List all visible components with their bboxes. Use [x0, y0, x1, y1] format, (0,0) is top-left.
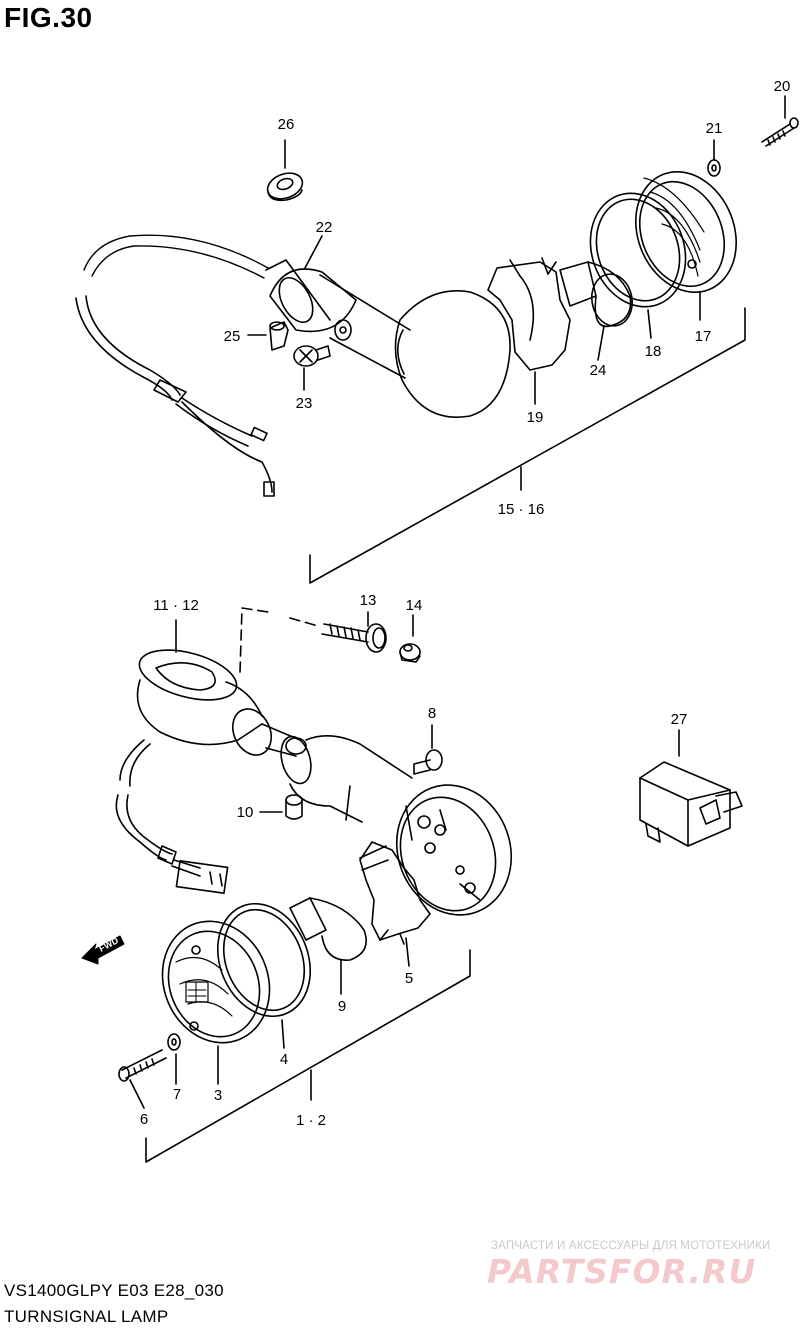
callout-11-12: 11 · 12	[153, 597, 199, 614]
callout-20: 20	[774, 78, 791, 95]
assembly-bracket-15-16	[309, 307, 746, 584]
centerline	[239, 607, 319, 673]
part-22-lamp-housing	[75, 234, 511, 497]
callout-15-16: 15 · 16	[498, 501, 545, 518]
part-11-12-stay	[115, 619, 307, 895]
part-23-screw	[293, 345, 331, 391]
part-26-grommet	[266, 139, 304, 202]
part-3-lens	[161, 920, 271, 1085]
watermark-brand: PARTSFOR.RU	[487, 1252, 757, 1291]
part-6-screw	[118, 1049, 167, 1109]
assembly-bracket-1-2	[145, 949, 471, 1163]
callout-25: 25	[224, 328, 241, 345]
callout-1-2: 1 · 2	[296, 1112, 326, 1129]
callout-10: 10	[237, 804, 254, 821]
callout-14: 14	[406, 597, 423, 614]
callout-23: 23	[296, 395, 313, 412]
callout-26: 26	[278, 116, 295, 133]
part-24-bulb	[559, 261, 634, 361]
callout-4: 4	[280, 1051, 288, 1068]
part-7-washer	[167, 1033, 181, 1085]
callout-13: 13	[360, 592, 377, 609]
part-14-nut	[399, 614, 421, 663]
callout-6: 6	[140, 1111, 148, 1128]
part-27-relay	[639, 729, 743, 847]
part-20-screw	[761, 95, 799, 147]
callout-8: 8	[428, 705, 436, 722]
callout-18: 18	[645, 343, 662, 360]
part-10-screw	[259, 794, 303, 820]
part-4-gasket-ring	[216, 902, 312, 1049]
part-21-washer	[707, 139, 721, 177]
callout-5: 5	[405, 970, 413, 987]
part-17-lens	[634, 170, 738, 321]
fwd-arrow-icon	[81, 935, 125, 965]
part-5-socket-plate	[359, 841, 431, 967]
part-9-bulb	[289, 897, 367, 995]
model-code: VS1400GLPY E03 E28_030	[4, 1281, 224, 1300]
callout-3: 3	[214, 1087, 222, 1104]
part-8-screw	[413, 724, 443, 775]
figure-title: FIG.30	[4, 2, 93, 33]
callout-22: 22	[316, 219, 333, 236]
part-13-bolt	[321, 611, 387, 653]
watermark-subtitle: ЗАПЧАСТИ И АКСЕССУАРЫ ДЛЯ МОТОТЕХНИКИ	[491, 1240, 771, 1252]
part-18-gasket-ring	[589, 192, 687, 339]
part-19-socket-plate	[487, 257, 571, 405]
callout-9: 9	[338, 998, 346, 1015]
section-name: TURNSIGNAL LAMP	[4, 1307, 169, 1326]
callout-27: 27	[671, 711, 688, 728]
part-25-screw	[247, 321, 289, 351]
callout-17: 17	[695, 328, 712, 345]
callout-7: 7	[173, 1086, 181, 1103]
callout-19: 19	[527, 409, 544, 426]
lower-lamp-housing	[280, 735, 513, 916]
callout-24: 24	[590, 362, 607, 379]
callout-21: 21	[706, 120, 723, 137]
